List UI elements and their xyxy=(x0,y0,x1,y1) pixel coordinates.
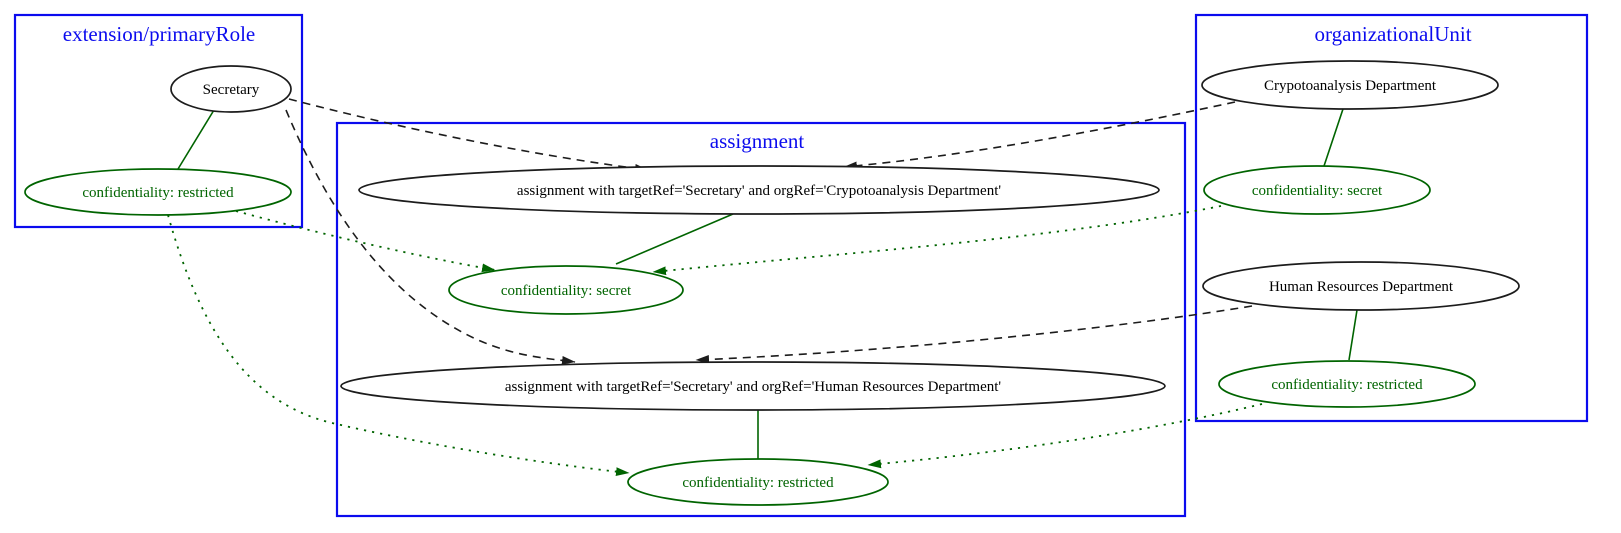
cluster-box-assignment xyxy=(335,121,1187,518)
node-assignment-hr-confidentiality-ellipse xyxy=(627,458,889,506)
node-assignment-crypto: assignment with targetRef='Secretary' an… xyxy=(358,165,1160,215)
cluster-box-organizationalunit xyxy=(1194,13,1589,423)
node-assignment-crypto-confidentiality-ellipse xyxy=(448,265,684,315)
edge-crypto-department-annotation-link xyxy=(1323,108,1344,167)
edge-secretary-to-assignment-crypto xyxy=(288,98,649,173)
node-crypto-confidentiality: confidentiality: secret xyxy=(1203,165,1431,215)
node-hr-confidentiality-ellipse xyxy=(1218,360,1476,408)
node-assignment-hr-confidentiality-label: confidentiality: restricted xyxy=(682,475,834,491)
edge-assignment-crypto-annotation-link xyxy=(615,213,734,265)
edge-role-confidentiality-to-assignment-crypto-confidentiality xyxy=(235,210,496,273)
node-crypto-department: Crypotoanalysis Department xyxy=(1201,60,1499,110)
node-secretary-label: Secretary xyxy=(203,82,260,98)
node-assignment-crypto-label: assignment with targetRef='Secretary' an… xyxy=(517,183,1001,199)
node-assignment-hr: assignment with targetRef='Secretary' an… xyxy=(340,361,1166,411)
cluster-extension-primaryrole: extension/primaryRole xyxy=(13,13,304,229)
edge-crypto-confidentiality-to-assignment-crypto-confidentiality xyxy=(652,205,1222,276)
edge-crypto-department-to-assignment-crypto xyxy=(843,101,1236,171)
cluster-box-extension-primaryrole xyxy=(13,13,304,229)
node-secretary-ellipse xyxy=(170,65,292,113)
node-hr-confidentiality: confidentiality: restricted xyxy=(1218,360,1476,408)
cluster-organizationalunit: organizationalUnit xyxy=(1194,13,1589,423)
node-assignment-crypto-confidentiality-label: confidentiality: secret xyxy=(501,283,632,299)
node-assignment-crypto-confidentiality: confidentiality: secret xyxy=(448,265,684,315)
edge-hr-department-to-assignment-hr xyxy=(695,305,1253,364)
node-hr-department: Human Resources Department xyxy=(1202,261,1520,311)
node-crypto-department-label: Crypotoanalysis Department xyxy=(1264,78,1437,94)
edge-secretary-annotation-link xyxy=(177,109,215,170)
edge-hr-department-annotation-link xyxy=(1348,309,1358,361)
node-role-confidentiality-ellipse xyxy=(24,168,292,216)
node-assignment-crypto-ellipse xyxy=(358,165,1160,215)
node-hr-confidentiality-label: confidentiality: restricted xyxy=(1271,377,1423,393)
node-crypto-confidentiality-ellipse xyxy=(1203,165,1431,215)
node-assignment-hr-ellipse xyxy=(340,361,1166,411)
cluster-title-extension-primaryrole: extension/primaryRole xyxy=(63,22,255,46)
edge-role-confidentiality-to-assignment-hr-confidentiality xyxy=(167,214,630,476)
edges-layer xyxy=(167,98,1358,476)
edge-secretary-to-assignment-hr xyxy=(285,109,576,365)
node-secretary: Secretary xyxy=(170,65,292,113)
edge-hr-confidentiality-to-assignment-hr-confidentiality xyxy=(867,403,1263,469)
cluster-assignment: assignment xyxy=(335,121,1187,518)
node-assignment-hr-confidentiality: confidentiality: restricted xyxy=(627,458,889,506)
cluster-title-organizationalunit: organizationalUnit xyxy=(1314,22,1471,46)
node-crypto-confidentiality-label: confidentiality: secret xyxy=(1252,183,1383,199)
node-crypto-department-ellipse xyxy=(1201,60,1499,110)
node-hr-department-label: Human Resources Department xyxy=(1269,279,1454,295)
node-role-confidentiality-label: confidentiality: restricted xyxy=(82,185,234,201)
node-assignment-hr-label: assignment with targetRef='Secretary' an… xyxy=(505,379,1001,395)
cluster-title-assignment: assignment xyxy=(710,129,805,153)
node-hr-department-ellipse xyxy=(1202,261,1520,311)
node-role-confidentiality: confidentiality: restricted xyxy=(24,168,292,216)
